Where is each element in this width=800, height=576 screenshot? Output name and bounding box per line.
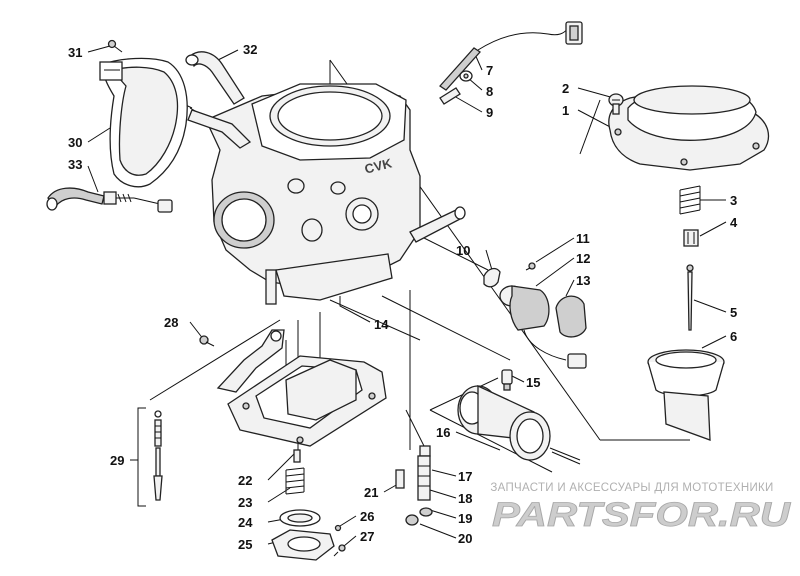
- lever-bracket: [216, 329, 285, 393]
- watermark-tagline: ЗАПЧАСТИ И АКСЕССУАРЫ ДЛЯ МОТОТЕХНИКИ: [490, 482, 774, 494]
- callout-6: 6: [730, 329, 737, 344]
- jet-21: [395, 469, 405, 489]
- float-bowl: [227, 355, 387, 447]
- plug-20: [405, 514, 419, 526]
- callout-9: 9: [486, 105, 493, 120]
- pilot-screw-29: [153, 410, 163, 501]
- washer-8: [459, 70, 473, 82]
- heater-12: [499, 285, 587, 369]
- callout-labels: 31 32 30 33 7 8 9 2 1 3 4 5 6 10 11 12 1…: [68, 42, 738, 552]
- callout-8: 8: [486, 84, 493, 99]
- screw-27: [333, 544, 346, 557]
- callout-13: 13: [576, 273, 590, 288]
- cap-13: [555, 295, 587, 338]
- carburetor-body: CVK: [187, 83, 466, 305]
- callout-5: 5: [730, 305, 737, 320]
- callout-24: 24: [238, 515, 253, 530]
- valve-15: [501, 369, 513, 391]
- screw-28: [199, 335, 215, 347]
- drain-screw-22: [293, 449, 301, 463]
- screw-31: [107, 39, 123, 53]
- callout-22: 22: [238, 473, 252, 488]
- spring-3: [679, 185, 701, 215]
- callout-19: 19: [458, 511, 472, 526]
- callout-3: 3: [730, 193, 737, 208]
- clip-10: [483, 267, 501, 288]
- callout-30: 30: [68, 135, 82, 150]
- callout-15: 15: [526, 375, 540, 390]
- callout-17: 17: [458, 469, 472, 484]
- spring-23: [285, 467, 305, 495]
- callout-4: 4: [730, 215, 738, 230]
- choke-cover-30: [99, 57, 188, 188]
- callout-18: 18: [458, 491, 472, 506]
- callout-31: 31: [68, 45, 82, 60]
- top-cover-1: [608, 85, 770, 171]
- jet-19: [419, 507, 433, 517]
- hose-32: [185, 51, 245, 105]
- callout-23: 23: [238, 495, 252, 510]
- callout-1: 1: [562, 103, 569, 118]
- slide-6: [647, 349, 725, 441]
- screw-2: [608, 93, 624, 115]
- callout-25: 25: [238, 537, 252, 552]
- callout-10: 10: [456, 243, 470, 258]
- needle-jet-18: [417, 455, 431, 501]
- callout-27: 27: [360, 529, 374, 544]
- callout-2: 2: [562, 81, 569, 96]
- jet-needle-5: [686, 264, 694, 331]
- callout-20: 20: [458, 531, 472, 546]
- callout-12: 12: [576, 251, 590, 266]
- callout-11: 11: [576, 231, 590, 246]
- cvk-marking: CVK: [363, 155, 394, 176]
- callout-21: 21: [364, 485, 378, 500]
- cover-25: [271, 529, 335, 561]
- diaphragm-24: [279, 509, 321, 527]
- screw-26: [334, 524, 342, 532]
- callout-28: 28: [164, 315, 178, 330]
- callout-14: 14: [374, 317, 389, 332]
- callout-29: 29: [110, 453, 124, 468]
- callout-16: 16: [436, 425, 450, 440]
- screw-9: [439, 87, 461, 105]
- callout-7: 7: [486, 63, 493, 78]
- needle-holder-4: [683, 229, 699, 247]
- choke-cable-33: [46, 187, 173, 213]
- callout-26: 26: [360, 509, 374, 524]
- callout-33: 33: [68, 157, 82, 172]
- callout-32: 32: [243, 42, 257, 57]
- watermark-logo-text: PARTSFOR.RU: [492, 496, 792, 534]
- screw-11: [525, 262, 536, 271]
- sensor-wire-7: [439, 21, 583, 91]
- float-16: [457, 384, 581, 465]
